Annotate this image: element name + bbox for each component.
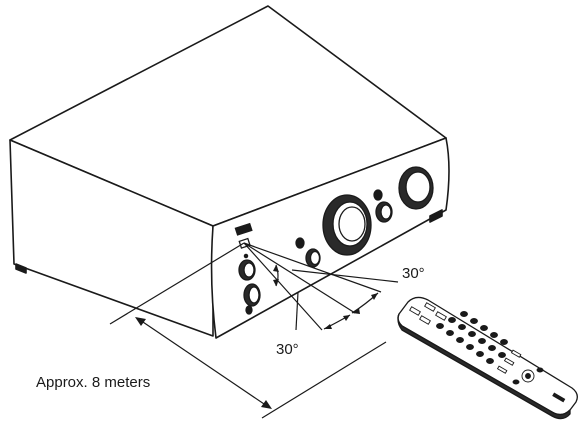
angle-arrowheads bbox=[273, 265, 378, 329]
distance-line bbox=[136, 317, 271, 409]
leader-upper bbox=[291, 269, 399, 283]
headphone-jack-icon bbox=[245, 305, 253, 315]
front-panel-controls bbox=[234, 166, 434, 315]
button-right-icon bbox=[373, 189, 383, 201]
ray-upper bbox=[243, 242, 382, 293]
remote-edge bbox=[397, 313, 571, 420]
range-lines bbox=[109, 242, 399, 419]
remote-buttons bbox=[409, 302, 566, 403]
knob-small-lower-cap-icon bbox=[248, 286, 260, 304]
amplifier-side-face bbox=[9, 139, 214, 337]
angle-label-lower: 30° bbox=[276, 341, 299, 358]
selector-knob-inner-icon bbox=[405, 171, 431, 203]
knob-small-upper-cap-icon bbox=[243, 262, 255, 278]
extension-line-left bbox=[109, 242, 245, 325]
amplifier-illustration bbox=[9, 5, 450, 339]
remote-brand-icon bbox=[552, 392, 566, 403]
remote-body bbox=[397, 296, 578, 416]
distance-dimension bbox=[135, 317, 272, 409]
extension-line-right bbox=[261, 341, 387, 419]
button-center-icon bbox=[295, 237, 305, 249]
remote-control-illustration bbox=[397, 296, 578, 420]
ray-center bbox=[243, 242, 356, 314]
angle-label-upper: 30° bbox=[402, 265, 425, 282]
leader-lower bbox=[295, 291, 299, 331]
distance-label: Approx. 8 meters bbox=[36, 374, 151, 391]
ray-lower bbox=[243, 242, 323, 331]
distance-arrow-start bbox=[135, 317, 146, 326]
brand-badge-icon bbox=[234, 222, 253, 236]
distance-arrow-end bbox=[261, 400, 272, 409]
amplifier-foot-left bbox=[15, 263, 27, 274]
amplifier-foot-front bbox=[429, 209, 443, 223]
